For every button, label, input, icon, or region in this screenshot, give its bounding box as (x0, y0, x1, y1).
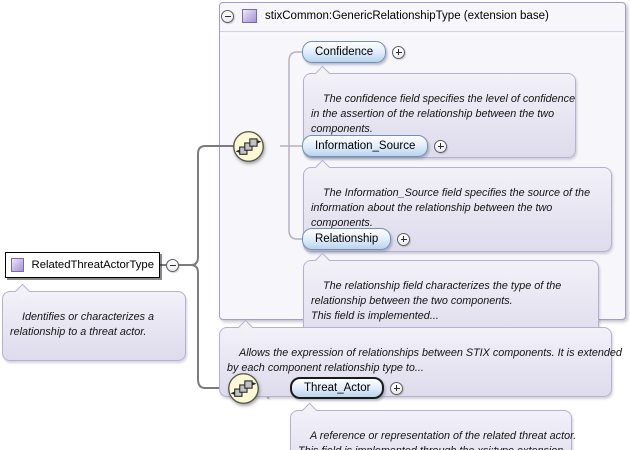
element-information-source[interactable]: Information_Source (302, 135, 429, 157)
expand-icon[interactable] (397, 232, 411, 246)
tooltip-pointer (301, 402, 318, 419)
expand-icon[interactable] (434, 139, 448, 153)
root-type-label: RelatedThreatActorType (31, 259, 154, 271)
tooltip-pointer (14, 283, 31, 300)
header-separator (220, 31, 624, 35)
collapse-icon[interactable] (166, 258, 179, 272)
sequence-icon[interactable] (232, 130, 265, 163)
element-confidence[interactable]: Confidence (302, 41, 387, 63)
root-annotation: Identifies or characterizes a relationsh… (2, 283, 186, 361)
threat-actor-annotation: A reference or representation of the rel… (290, 402, 576, 450)
extension-base-title: stixCommon:GenericRelationshipType (exte… (265, 10, 549, 22)
expand-icon[interactable] (392, 45, 406, 59)
extension-base-note: Allows the expression of relationships b… (219, 319, 622, 397)
complex-type-icon (242, 9, 257, 23)
complex-type-icon (11, 258, 24, 272)
root-type-box[interactable]: RelatedThreatActorType (5, 252, 160, 278)
expand-icon[interactable] (390, 381, 404, 395)
element-relationship[interactable]: Relationship (302, 228, 392, 250)
extension-base-header: stixCommon:GenericRelationshipType (exte… (221, 9, 549, 23)
sequence-icon[interactable] (227, 372, 260, 405)
collapse-icon[interactable] (221, 9, 234, 23)
tooltip-pointer (237, 319, 254, 336)
element-threat-actor[interactable]: Threat_Actor (290, 377, 385, 399)
